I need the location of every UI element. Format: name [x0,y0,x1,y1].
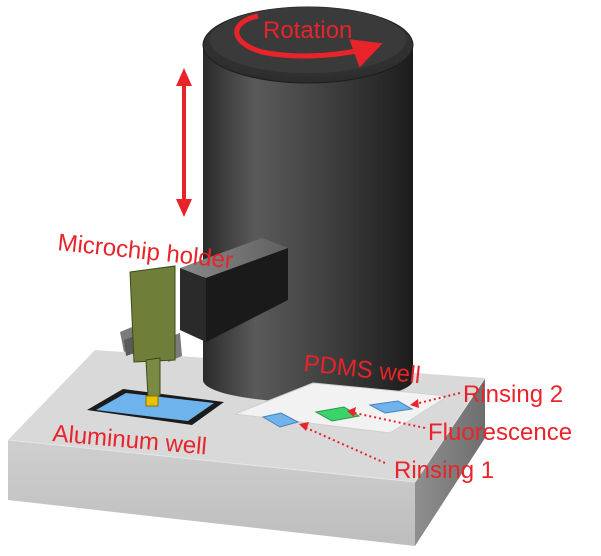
rotation-label: Rotation [263,17,352,44]
rotating-cylinder [202,6,414,402]
vertical-movement-arrow [176,68,192,217]
rinsing-2-well [368,400,414,414]
rinsing-2-label: Rinsing 2 [463,381,563,408]
label-pointers [299,392,461,464]
aluminum-well [87,389,224,425]
rinsing-1-well [261,412,300,428]
microchip-holder [120,238,288,407]
fluorescence-label: Fluorescence [428,419,572,446]
rinsing-1-label: Rinsing 1 [394,457,494,484]
pdms-well-plate [234,382,450,434]
rotation-arrow [234,13,383,68]
